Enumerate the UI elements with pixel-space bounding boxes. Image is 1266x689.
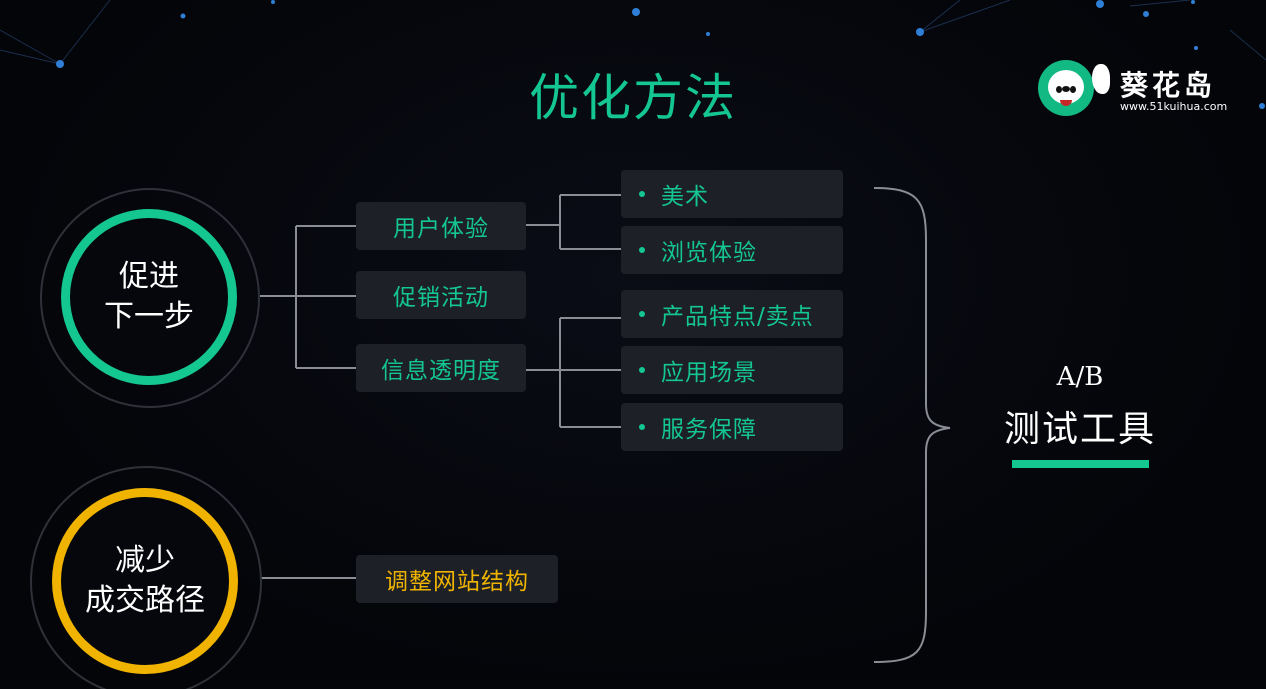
bullet-icon (639, 424, 645, 430)
detail-browsing: 浏览体验 (621, 226, 843, 274)
detail-service: 服务保障 (621, 403, 843, 451)
bullet-icon (639, 311, 645, 317)
ab-test-tool-label: 测试工具 (1003, 409, 1156, 450)
ab-label: A/B (1056, 362, 1104, 392)
goal-next-step-line2: 下一步 (104, 299, 194, 334)
method-promotion: 促销活动 (356, 271, 526, 319)
detail-browsing-label: 浏览体验 (661, 240, 757, 266)
bracket (873, 187, 951, 663)
goal-shorten-path-line2: 成交路径 (85, 583, 205, 618)
logo-url: www.51kuihua.com (1120, 100, 1228, 113)
detail-features-label: 产品特点/卖点 (661, 304, 814, 330)
bear-logo-icon (1038, 60, 1094, 116)
logo-swirl-icon (1092, 64, 1110, 94)
goal-next-step: 促进 下一步 (61, 209, 237, 385)
page-title: 优化方法 (529, 69, 737, 127)
detail-art-label: 美术 (661, 184, 709, 210)
detail-scenarios: 应用场景 (621, 346, 843, 394)
logo-name: 葵花岛 (1120, 69, 1217, 102)
method-info-transparency: 信息透明度 (356, 344, 526, 392)
detail-scenarios-label: 应用场景 (661, 360, 757, 386)
bullet-icon (639, 247, 645, 253)
detail-features: 产品特点/卖点 (621, 290, 843, 338)
detail-art: 美术 (621, 170, 843, 218)
ab-underline (1012, 460, 1149, 468)
detail-service-label: 服务保障 (661, 417, 757, 443)
method-user-experience: 用户体验 (356, 202, 526, 250)
bullet-icon (639, 367, 645, 373)
goal-shorten-path-outer-ring (30, 466, 262, 689)
goal-shorten-path: 减少 成交路径 (52, 488, 238, 674)
goal-next-step-line1: 促进 (119, 259, 179, 294)
bullet-icon (639, 191, 645, 197)
method-adjust-structure: 调整网站结构 (356, 555, 558, 603)
goal-shorten-path-line1: 减少 (115, 543, 175, 578)
logo: 葵花岛 www.51kuihua.com (1036, 58, 1236, 120)
goal-next-step-outer-ring (40, 188, 260, 408)
